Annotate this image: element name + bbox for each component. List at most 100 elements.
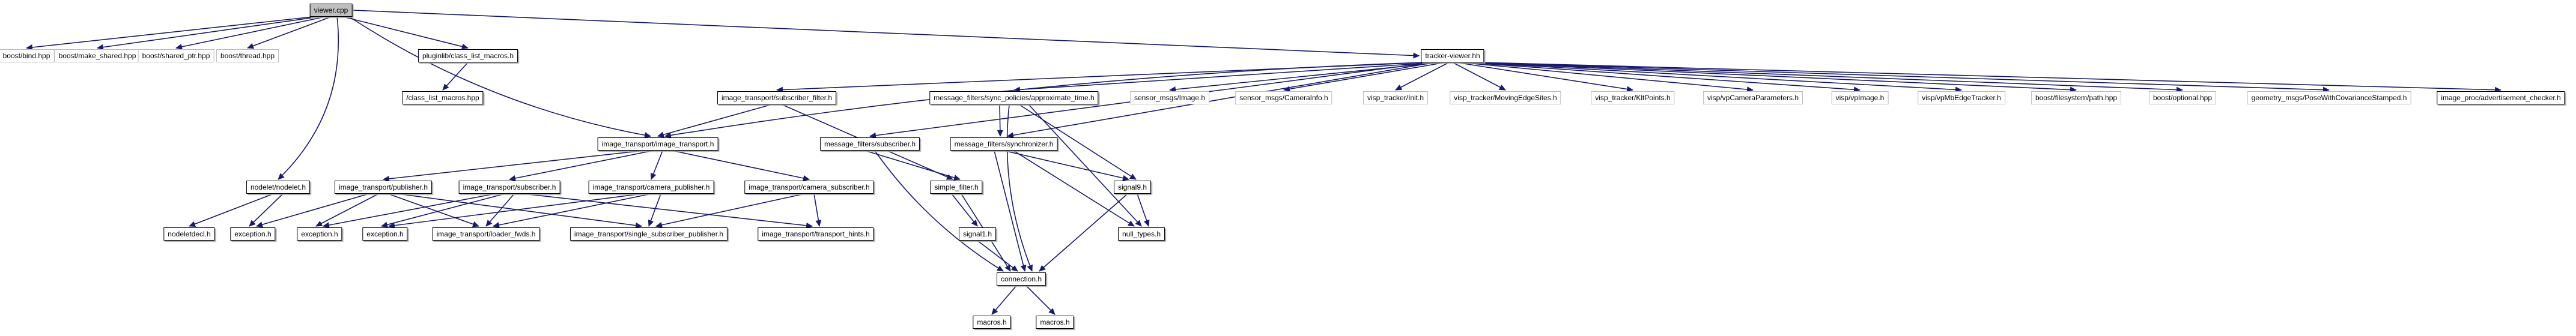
graph-node-vp_image: visp/vpImage.h [1831,91,1889,105]
include-edge-tracker_viewer-to-mf_synchronizer [1007,62,1435,139]
include-edge-viewer_cpp-to-it_image_transport [349,16,651,139]
include-edge-viewer_cpp-to-boost_make_shared [97,16,319,50]
include-edge-approx_time-to-null_types [1028,104,1142,227]
graph-node-boost_fs_path: boost/filesystem/path.hpp [2031,91,2122,105]
include-edge-tracker_viewer-to-image_proc_adv [1481,62,2502,93]
include-edge-tracker_viewer-to-geom_pose [1477,62,2330,93]
graph-node-macros2[interactable]: macros.h [1036,316,1074,329]
include-edge-tracker_viewer-to-vp_image [1463,62,1861,93]
include-edge-viewer_cpp-to-boost_bind [26,16,313,50]
graph-node-tracker_viewer[interactable]: tracker-viewer.hh [1421,49,1484,63]
include-edge-connection-to-macros1 [991,285,1017,315]
graph-node-boost_optional: boost/optional.hpp [2148,91,2217,105]
graph-node-approx_time[interactable]: message_filters/sync_policies/approximat… [929,91,1099,105]
include-edge-it_image_transport-to-it_camera_subscriber [672,150,810,181]
graph-node-signal9[interactable]: signal9.h [1113,181,1152,194]
graph-node-sensor_camerainfo: sensor_msgs/CameraInfo.h [1235,91,1332,105]
graph-node-null_types[interactable]: null_types.h [1117,227,1165,241]
graph-node-vp_mbedge: visp/vpMbEdgeTracker.h [1918,91,2005,105]
include-edge-subscriber_filter-to-it_image_transport [657,104,773,138]
graph-node-mf_subscriber[interactable]: message_filters/subscriber.h [819,137,920,151]
include-edge-nodelet-to-exception1 [249,193,284,227]
include-edge-it_camera_subscriber-to-single_sub_pub [655,193,805,228]
include-edge-it_image_transport-to-it_camera_publisher [651,150,663,180]
include-edge-it_subscriber-to-exception3 [381,193,505,228]
graph-node-exception2[interactable]: exception.h [297,227,342,241]
graph-node-boost_bind: boost/bind.hpp [0,49,55,63]
graph-node-it_publisher[interactable]: image_transport/publisher.h [334,181,433,194]
include-edge-tracker_viewer-to-it_image_transport [664,62,1424,139]
include-edge-viewer_cpp-to-boost_shared_ptr [175,16,325,50]
graph-node-subscriber_filter[interactable]: image_transport/subscriber_filter.h [717,91,837,105]
include-edge-mf_synchronizer-to-connection [994,150,1027,272]
include-edge-tracker_viewer-to-approx_time [1013,62,1439,93]
include-edge-it_publisher-to-exception2 [315,193,379,227]
graph-node-macros1[interactable]: macros.h [973,316,1011,329]
include-edge-mf_synchronizer-to-null_types [1013,150,1135,227]
include-edge-it_subscriber-to-loader_fwds [485,193,515,227]
graph-node-it_image_transport[interactable]: image_transport/image_transport.h [597,137,718,151]
include-edge-connection-to-macros2 [1025,285,1056,315]
include-edge-it_camera_subscriber-to-transport_hints [813,193,822,227]
include-edge-it_publisher-to-loader_fwds [387,193,479,227]
include-edge-nodelet-to-nodeletdecl [189,193,274,227]
include-edge-signal1-to-connection [977,240,1018,272]
include-edge-mf_subscriber-to-connection [874,150,1004,272]
include-edge-tracker_viewer-to-boost_fs_path [1470,62,2077,93]
graph-node-loader_fwds[interactable]: image_transport/loader_fwds.h [432,227,540,241]
graph-node-mf_synchronizer[interactable]: message_filters/synchronizer.h [950,137,1058,151]
graph-node-it_subscriber[interactable]: image_transport/subscriber.h [458,181,560,194]
graph-node-exception1[interactable]: exception.h [230,227,276,241]
graph-node-image_proc_adv[interactable]: image_proc/advertisement_checker.h [2437,91,2565,105]
graph-node-it_camera_subscriber[interactable]: image_transport/camera_subscriber.h [744,181,874,194]
include-edge-signal9-to-null_types [1137,193,1150,227]
graph-node-viewer_cpp: viewer.cpp [309,4,353,17]
graph-node-connection[interactable]: connection.h [996,272,1046,286]
include-edge-it_image_transport-to-it_subscriber [509,150,654,181]
graph-node-boost_make_shared: boost/make_shared.hpp [54,49,141,63]
graph-node-nodelet[interactable]: nodelet/nodelet.h [246,181,311,194]
include-edge-tracker_viewer-to-boost_optional [1474,62,2183,93]
include-edge-it_subscriber-to-transport_hints [523,193,813,229]
graph-node-signal1[interactable]: signal1.h [958,227,997,241]
include-edge-tracker_viewer-to-vt_klt [1456,62,1633,92]
graph-node-vt_mes: visp_tracker/MovingEdgeSites.h [1450,91,1561,105]
include-edge-approx_time-to-signal9 [1018,104,1137,180]
include-edge-viewer_cpp-to-tracker_viewer [353,10,1420,59]
graph-node-class_list_macros_hpp[interactable]: /class_list_macros.hpp [402,91,484,105]
graph-node-exception3[interactable]: exception.h [362,227,408,241]
include-edge-it_image_transport-to-it_publisher [383,150,644,182]
include-edge-tracker_viewer-to-sensor_camerainfo [1283,62,1446,92]
include-edge-viewer_cpp-to-pluginlib [343,16,469,50]
graph-node-sensor_image: sensor_msgs/Image.h [1129,91,1210,105]
graph-node-nodeletdecl[interactable]: nodeletdecl.h [163,227,215,241]
graph-node-pluginlib[interactable]: pluginlib/class_list_macros.h [418,49,518,63]
graph-node-simple_filter[interactable]: simple_filter.h [930,181,983,194]
graph-node-it_camera_publisher[interactable]: image_transport/camera_publisher.h [588,181,714,194]
graph-node-vt_klt: visp_tracker/KltPoints.h [1591,91,1675,105]
include-edge-it_camera_publisher-to-exception3 [388,193,642,229]
edges [26,10,2502,315]
graph-node-vt_init: visp_tracker/Init.h [1362,91,1429,105]
include-edge-tracker_viewer-to-vt_mes [1452,62,1506,91]
include-edge-viewer_cpp-to-nodelet [278,16,339,180]
include-edge-it_publisher-to-single_sub_pub [397,193,642,229]
include-edge-tracker_viewer-to-vp_mbedge [1466,62,1962,93]
include-edge-it_subscriber-to-exception2 [323,193,496,229]
include-edge-pluginlib-to-class_list_macros_hpp [442,62,469,91]
include-edge-tracker_viewer-to-vp_camparams [1459,62,1754,93]
include-edge-mf_synchronizer-to-signal9 [1003,150,1129,181]
graph-node-boost_thread: boost/thread.hpp [216,49,279,63]
graph-node-boost_shared_ptr: boost/shared_ptr.hpp [138,49,214,63]
include-edge-signal9-to-connection [1039,193,1128,272]
graph-node-transport_hints[interactable]: image_transport/transport_hints.h [758,227,874,241]
include-edge-mf_subscriber-to-simple_filter [864,150,961,181]
graph-node-geom_pose: geometry_msgs/PoseWithCovarianceStamped.… [2247,91,2411,105]
graph-node-single_sub_pub[interactable]: image_transport/single_subscriber_publis… [570,227,728,241]
include-edge-it_camera_publisher-to-loader_fwds [493,193,652,228]
include-edge-it_camera_publisher-to-single_sub_pub [648,193,661,227]
include-edge-approx_time-to-connection [1006,104,1033,272]
include-edge-it_publisher-to-exception1 [256,193,369,228]
include-edge-tracker_viewer-to-vt_init [1395,62,1450,91]
